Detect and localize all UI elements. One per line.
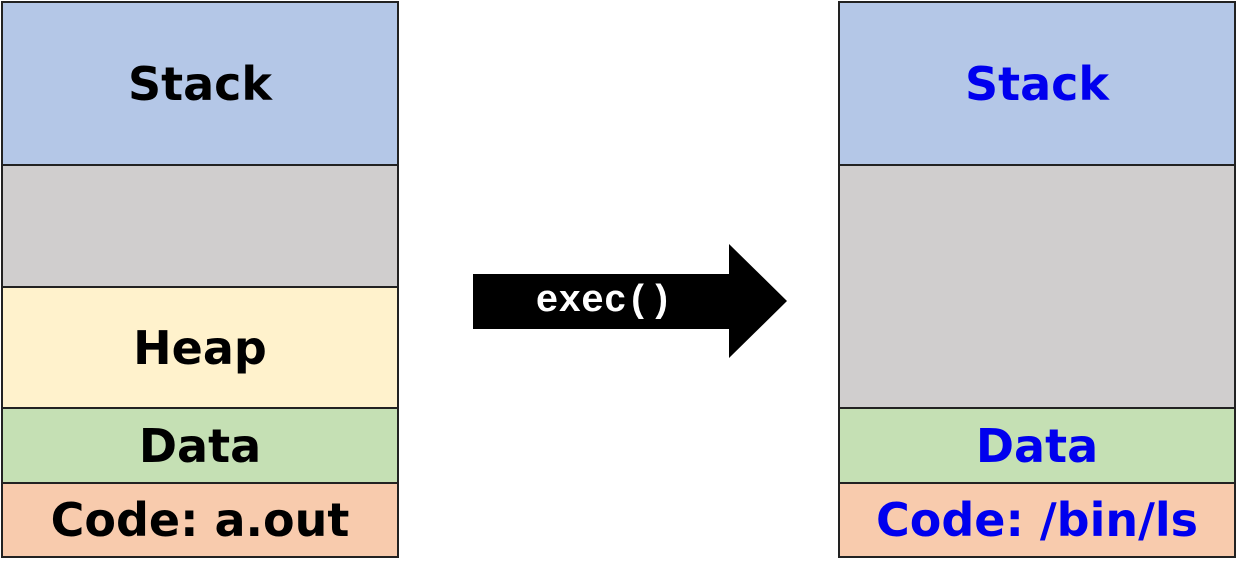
before-code-segment: Code: a.out bbox=[3, 484, 397, 556]
before-free-space-segment bbox=[3, 166, 397, 288]
after-data-segment: Data bbox=[840, 409, 1234, 484]
before-heap-segment: Heap bbox=[3, 288, 397, 409]
after-stack-segment: Stack bbox=[840, 3, 1234, 166]
exec-arrow: exec() bbox=[473, 244, 787, 358]
after-code-segment: Code: /bin/ls bbox=[840, 484, 1234, 556]
after-free-space-segment bbox=[840, 166, 1234, 409]
before-memory-layout: Stack Heap Data Code: a.out bbox=[1, 1, 399, 558]
exec-label: exec() bbox=[535, 279, 673, 323]
after-memory-layout: Stack Data Code: /bin/ls bbox=[838, 1, 1236, 558]
before-stack-segment: Stack bbox=[3, 3, 397, 166]
before-data-segment: Data bbox=[3, 409, 397, 484]
right-arrow-icon bbox=[473, 244, 787, 358]
